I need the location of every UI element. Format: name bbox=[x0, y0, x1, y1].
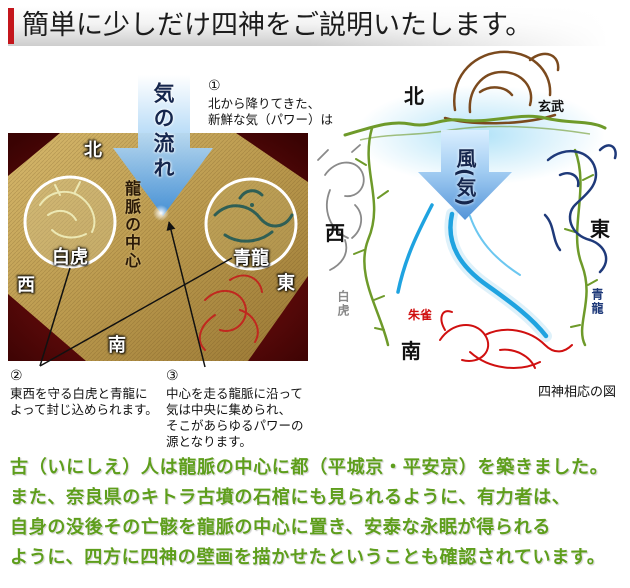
western-vine-leaves bbox=[353, 158, 389, 331]
brush-stroke bbox=[439, 324, 490, 362]
ryumyaku-center-label: 龍脈の中心 bbox=[122, 180, 141, 270]
note-3-line: 気は中央に集められ、 bbox=[166, 402, 292, 417]
azure-dragon-circle bbox=[204, 177, 298, 271]
photo-east-label: 東 bbox=[277, 273, 295, 294]
eastern-vine-leaves bbox=[564, 174, 598, 328]
embroidery-stroke bbox=[39, 190, 96, 233]
embroidery-stroke bbox=[238, 189, 264, 200]
embroidery-stroke bbox=[223, 230, 274, 243]
body-line: 古（いにしえ）人は龍脈の中心に都（平城京・平安京）を築きました。 bbox=[10, 457, 609, 478]
brush-stroke bbox=[317, 144, 361, 161]
azure-dragon-illustration bbox=[543, 144, 617, 274]
embroidery-stroke bbox=[213, 204, 294, 228]
northern-ridge-highlight bbox=[359, 125, 591, 141]
embroidery-stroke bbox=[229, 274, 263, 293]
note-3: ③ 中心を走る龍脈に沿って 気は中央に集められ、 そこがあらゆるパワーの 源とな… bbox=[166, 366, 304, 450]
diagram-caption: 四神相応の図 bbox=[538, 385, 617, 400]
brush-stroke bbox=[598, 144, 617, 160]
note-2-number: ② bbox=[10, 368, 23, 384]
black-tortoise-label: 玄武 bbox=[538, 100, 565, 115]
white-tiger-embroidery bbox=[39, 181, 96, 239]
diagram-west-label: 西 bbox=[325, 221, 345, 245]
embroidery-stroke bbox=[204, 290, 247, 332]
brush-stroke bbox=[546, 149, 598, 242]
qi-stream-left bbox=[396, 203, 434, 294]
embroidery-stroke bbox=[198, 314, 216, 351]
azure-dragon-circle-label: 青龍 bbox=[233, 248, 269, 269]
body-line: また、奈良県のキトラ古墳の石棺にも見られるように、有力者は、 bbox=[10, 487, 571, 508]
white-tiger-circle-label: 白虎 bbox=[52, 247, 88, 268]
white-tiger-circle bbox=[23, 175, 117, 269]
note-2-line: よって封じ込められます。 bbox=[10, 402, 158, 417]
wind-qi-arrow-label: 風(気) bbox=[453, 148, 477, 207]
note-2-connector-right bbox=[39, 257, 233, 367]
body-line: 自身の没後その亡骸を龍脈の中心に置き、安泰な永眠が得られる bbox=[10, 517, 552, 538]
four-gods-diagram bbox=[317, 50, 617, 369]
brush-stroke bbox=[588, 238, 608, 274]
brush-stroke bbox=[484, 328, 573, 353]
azure-dragon-label: 青龍 bbox=[590, 288, 604, 316]
header-background bbox=[8, 6, 608, 46]
shrine-cloth-photo bbox=[8, 133, 308, 361]
white-tiger-label: 白虎 bbox=[336, 290, 350, 318]
embroidery-stroke bbox=[54, 181, 81, 196]
note-1: ① 北から降りてきた、 新鮮な気（パワー）は bbox=[208, 76, 333, 128]
note-1-line: 新鮮な気（パワー）は bbox=[208, 112, 334, 127]
cloth-texture bbox=[8, 133, 308, 361]
eastern-vine bbox=[573, 148, 588, 347]
brush-stroke bbox=[499, 348, 536, 369]
brush-stroke bbox=[324, 161, 365, 197]
qi-stream-branch bbox=[469, 215, 521, 276]
phoenix-embroidery bbox=[198, 274, 263, 351]
photo-north-label: 北 bbox=[84, 140, 102, 161]
embroidery-stroke bbox=[239, 309, 259, 343]
brush-stroke bbox=[452, 50, 552, 112]
dragon-eye bbox=[250, 203, 254, 207]
brush-stroke bbox=[326, 189, 349, 239]
brush-stroke bbox=[558, 171, 580, 188]
wind-qi-arrow bbox=[418, 130, 512, 220]
embroidery-stroke bbox=[51, 229, 87, 239]
note-3-connector-arrow bbox=[166, 221, 206, 368]
qi-stream-main bbox=[448, 211, 549, 339]
note-1-number: ① bbox=[208, 78, 221, 94]
qi-flow-arrow-label: 気の流れ bbox=[151, 82, 175, 182]
brush-stroke bbox=[440, 310, 453, 331]
vermilion-bird-label: 朱雀 bbox=[408, 308, 433, 322]
body-line: ように、四方に四神の壁画を描かせたということも確認されています。 bbox=[10, 547, 606, 568]
photo-west-label: 西 bbox=[17, 275, 35, 296]
western-vine bbox=[363, 126, 390, 347]
note-2-connector-left bbox=[39, 267, 71, 367]
brush-stroke bbox=[351, 204, 362, 239]
brush-stroke bbox=[528, 52, 560, 72]
northern-mountain-ridge bbox=[343, 114, 607, 137]
note-3-line: 中心を走る龍脈に沿って bbox=[166, 386, 303, 401]
diagram-south-label: 南 bbox=[401, 339, 421, 363]
note-1-line: 北から降りてきた、 bbox=[208, 96, 321, 111]
embroidery-stroke bbox=[47, 209, 77, 221]
brush-stroke bbox=[543, 213, 562, 252]
diagram-east-label: 東 bbox=[590, 217, 610, 241]
note-2-line: 東西を守る白虎と青龍に bbox=[10, 386, 148, 401]
note-2: ② 東西を守る白虎と青龍に よって封じ込められます。 bbox=[10, 366, 158, 418]
qi-flow-streams bbox=[396, 203, 552, 342]
ryumyaku-center-glow bbox=[153, 205, 169, 221]
brush-stroke bbox=[468, 70, 533, 114]
photo-south-label: 南 bbox=[108, 335, 126, 356]
note-3-line: そこがあらゆるパワーの bbox=[166, 418, 304, 433]
note-3-line: 源となります。 bbox=[166, 434, 252, 449]
note-3-number: ③ bbox=[166, 368, 179, 384]
body-paragraph: 古（いにしえ）人は龍脈の中心に都（平城京・平安京）を築きました。 また、奈良県の… bbox=[10, 453, 608, 573]
white-tiger-illustration bbox=[317, 144, 365, 271]
qi-flow-arrow bbox=[113, 75, 213, 216]
header-accent-bar bbox=[8, 8, 14, 44]
brush-stroke bbox=[478, 86, 514, 97]
vermilion-bird-illustration bbox=[439, 310, 573, 369]
azure-dragon-embroidery bbox=[213, 189, 294, 243]
brush-stroke bbox=[329, 239, 348, 271]
page-title: 簡単に少しだけ四神をご説明いたします。 bbox=[22, 10, 533, 41]
diagram-north-label: 北 bbox=[404, 84, 424, 108]
